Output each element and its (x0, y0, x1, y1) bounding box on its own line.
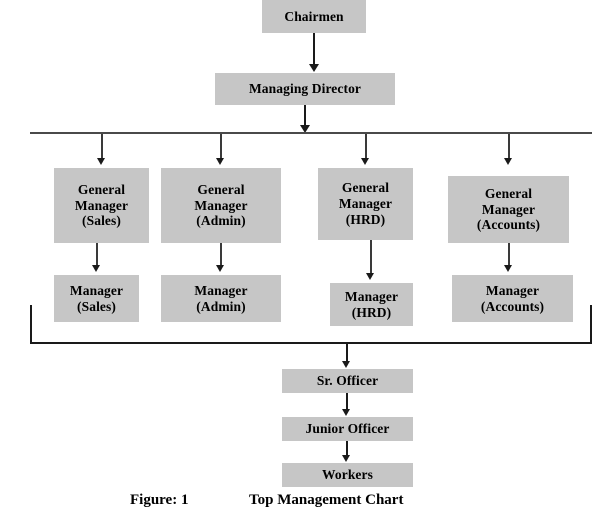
node-mgr-admin-line1: Manager (194, 282, 248, 298)
connector-chairmen-to-md (313, 33, 315, 65)
arrowhead-sr-officer-to-junior-officer (342, 409, 350, 416)
connector-bus-to-gm-hrd (365, 134, 367, 159)
arrowhead-bracket-to-sr-officer (342, 361, 350, 368)
arrowhead-bus-to-gm-accounts (504, 158, 512, 165)
node-gm-accounts-line3: (Accounts) (476, 217, 541, 233)
node-managing-director[interactable]: Managing Director (215, 73, 395, 105)
connector-gm-sales-to-mgr-sales (96, 243, 98, 266)
connector-md-to-bus (304, 105, 306, 126)
node-mgr-hrd[interactable]: Manager (HRD) (330, 283, 413, 326)
node-gm-hrd-line3: (HRD) (345, 211, 386, 227)
node-gm-admin-line3: (Admin) (196, 213, 246, 229)
node-mgr-accounts-line2: (Accounts) (480, 298, 545, 314)
bracket-left-riser (30, 305, 32, 344)
node-mgr-hrd-line1: Manager (344, 288, 399, 304)
figure-label: Figure: 1 (130, 492, 189, 508)
node-gm-sales-line3: (Sales) (82, 213, 121, 229)
node-mgr-admin-line2: (Admin) (196, 298, 246, 314)
arrowhead-gm-hrd-to-mgr-hrd (366, 273, 374, 280)
node-junior-officer[interactable]: Junior Officer (282, 417, 413, 441)
node-mgr-sales-line1: Manager (69, 282, 124, 298)
arrowhead-chairmen-to-md (309, 64, 319, 72)
node-chairmen-line1: Chairmen (284, 8, 344, 24)
node-gm-accounts-line1: General (484, 185, 533, 201)
node-workers[interactable]: Workers (282, 463, 413, 487)
node-managing-director-line1: Managing Director (248, 81, 362, 97)
bracket-right-riser (590, 305, 592, 344)
node-chairmen[interactable]: Chairmen (262, 0, 366, 33)
node-gm-admin-line2: Manager (194, 197, 248, 213)
node-sr-officer[interactable]: Sr. Officer (282, 369, 413, 393)
node-mgr-accounts[interactable]: Manager (Accounts) (452, 275, 573, 322)
connector-gm-accounts-to-mgr-accounts (508, 243, 510, 266)
arrowhead-gm-accounts-to-mgr-accounts (504, 265, 512, 272)
arrowhead-bus-to-gm-sales (97, 158, 105, 165)
arrowhead-bus-to-gm-hrd (361, 158, 369, 165)
arrowhead-bus-to-gm-admin (216, 158, 224, 165)
node-gm-hrd-line2: Manager (338, 196, 393, 212)
bracket-horizontal-collector (30, 342, 592, 344)
connector-bus-to-gm-admin (220, 134, 222, 159)
node-junior-officer-line1: Junior Officer (305, 421, 390, 437)
connector-gm-admin-to-mgr-admin (220, 243, 222, 266)
arrowhead-gm-sales-to-mgr-sales (92, 265, 100, 272)
node-gm-sales-line2: Manager (74, 197, 129, 213)
connector-bus-to-gm-sales (101, 134, 103, 159)
node-gm-hrd-line1: General (341, 180, 390, 196)
connector-gm-hrd-to-mgr-hrd (370, 240, 372, 274)
node-mgr-hrd-line2: (HRD) (351, 304, 392, 320)
node-gm-hrd[interactable]: General Manager (HRD) (318, 168, 413, 240)
node-mgr-sales[interactable]: Manager (Sales) (54, 275, 139, 322)
node-mgr-admin[interactable]: Manager (Admin) (161, 275, 281, 322)
connector-bus-to-gm-accounts (508, 134, 510, 159)
node-sr-officer-line1: Sr. Officer (316, 373, 379, 389)
arrowhead-junior-officer-to-workers (342, 455, 350, 462)
distribution-bus-line (30, 132, 592, 134)
node-gm-accounts-line2: Manager (481, 201, 536, 217)
node-mgr-sales-line2: (Sales) (77, 298, 116, 314)
connector-junior-officer-to-workers (346, 441, 348, 456)
figure-title: Top Management Chart (249, 492, 404, 508)
arrowhead-md-to-bus (300, 125, 310, 133)
node-mgr-accounts-line1: Manager (485, 282, 540, 298)
node-gm-sales-line1: General (77, 181, 126, 197)
node-gm-admin-line1: General (197, 181, 245, 197)
node-workers-line1: Workers (322, 467, 373, 483)
node-gm-admin[interactable]: General Manager (Admin) (161, 168, 281, 243)
connector-bracket-to-sr-officer (346, 343, 348, 362)
node-gm-accounts[interactable]: General Manager (Accounts) (448, 176, 569, 243)
connector-sr-officer-to-junior-officer (346, 393, 348, 410)
node-gm-sales[interactable]: General Manager (Sales) (54, 168, 149, 243)
arrowhead-gm-admin-to-mgr-admin (216, 265, 224, 272)
